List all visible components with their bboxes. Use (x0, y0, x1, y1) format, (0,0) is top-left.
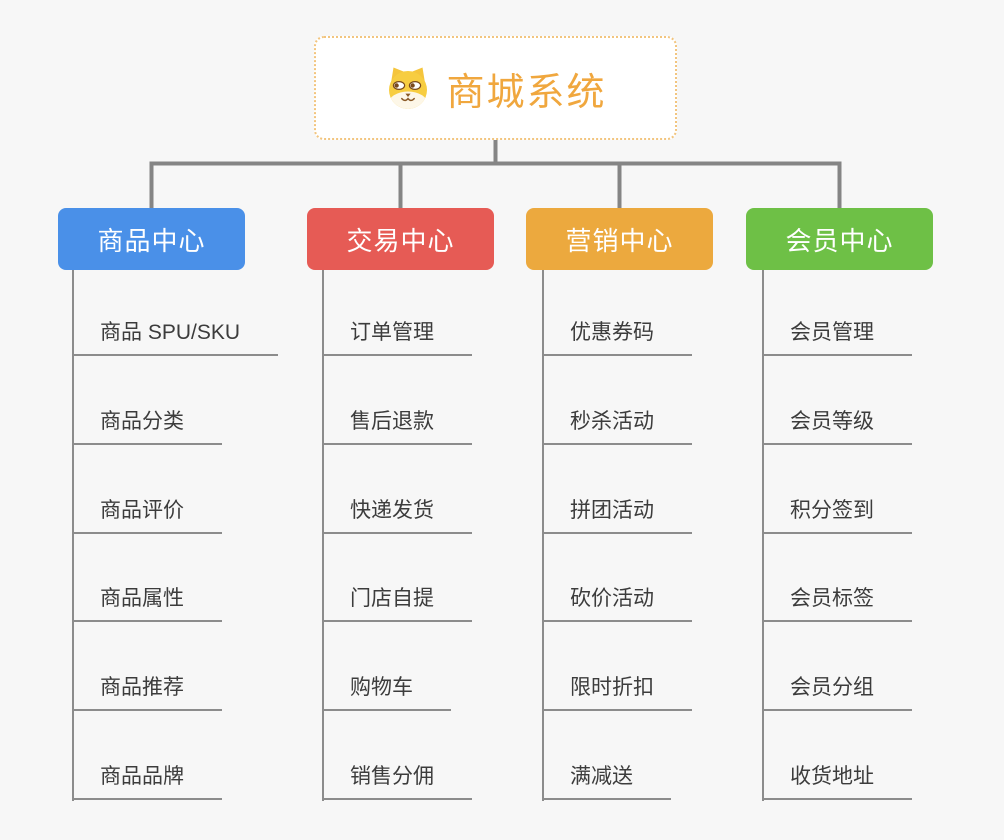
leaf-node-product-review[interactable]: 商品评价 (72, 497, 222, 534)
leaf-node-coupon-code[interactable]: 优惠券码 (542, 319, 692, 356)
dog-face-icon (384, 64, 432, 112)
leaf-node-product-category[interactable]: 商品分类 (72, 408, 222, 445)
leaf-node-member-level[interactable]: 会员等级 (762, 408, 912, 445)
leaf-label: 积分签到 (790, 499, 874, 522)
leaf-node-points-checkin[interactable]: 积分签到 (762, 497, 912, 534)
branch-node-member-center[interactable]: 会员中心 (746, 208, 933, 270)
leaf-node-store-pickup[interactable]: 门店自提 (322, 585, 472, 622)
leaf-node-member-management[interactable]: 会员管理 (762, 319, 912, 356)
leaf-label: 会员分组 (790, 676, 874, 699)
leaf-node-shopping-cart[interactable]: 购物车 (322, 674, 451, 711)
leaf-node-member-tag[interactable]: 会员标签 (762, 585, 912, 622)
leaf-label: 会员标签 (790, 587, 874, 610)
branch-node-marketing-center[interactable]: 营销中心 (526, 208, 713, 270)
leaf-label: 拼团活动 (570, 499, 654, 522)
leaf-node-product-spu-sku[interactable]: 商品 SPU/SKU (72, 319, 279, 356)
leaf-label: 砍价活动 (570, 587, 654, 610)
leaf-node-product-recommend[interactable]: 商品推荐 (72, 674, 222, 711)
leaf-node-bargain-activity[interactable]: 砍价活动 (542, 585, 692, 622)
leaf-label: 售后退款 (350, 410, 434, 433)
leaf-label: 门店自提 (350, 587, 434, 610)
leaf-label: 优惠券码 (570, 321, 654, 344)
leaf-label: 订单管理 (350, 321, 434, 344)
leaf-node-group-buy[interactable]: 拼团活动 (542, 497, 692, 534)
branch-children-member-center: 会员管理 会员等级 积分签到 会员标签 会员分组 收货地址 (762, 270, 992, 801)
leaf-label: 商品品牌 (100, 765, 184, 788)
leaf-node-sales-commission[interactable]: 销售分佣 (322, 763, 472, 800)
leaf-label: 会员管理 (790, 321, 874, 344)
leaf-node-flash-sale[interactable]: 秒杀活动 (542, 408, 692, 445)
leaf-label: 商品属性 (100, 587, 184, 610)
root-node[interactable]: 商城系统 (314, 36, 677, 140)
leaf-node-limited-time-discount[interactable]: 限时折扣 (542, 674, 692, 711)
leaf-label: 商品推荐 (100, 676, 184, 699)
leaf-label: 商品 SPU/SKU (100, 321, 241, 344)
leaf-node-product-brand[interactable]: 商品品牌 (72, 763, 222, 800)
root-title: 商城系统 (446, 71, 607, 114)
leaf-label: 满减送 (570, 765, 633, 788)
leaf-label: 销售分佣 (350, 765, 434, 788)
leaf-label: 会员等级 (790, 410, 874, 433)
leaf-node-after-sale-refund[interactable]: 售后退款 (322, 408, 472, 445)
leaf-node-shipping-address[interactable]: 收货地址 (762, 763, 912, 800)
leaf-label: 快递发货 (350, 499, 434, 522)
connector-path (149, 140, 842, 208)
branch-node-trade-center[interactable]: 交易中心 (307, 208, 494, 270)
leaf-node-order-management[interactable]: 订单管理 (322, 319, 472, 356)
branch-children-product-center: 商品 SPU/SKU 商品分类 商品评价 商品属性 商品推荐 商品品牌 (72, 270, 302, 801)
leaf-label: 商品分类 (100, 410, 184, 433)
leaf-label: 限时折扣 (570, 676, 654, 699)
leaf-node-product-attribute[interactable]: 商品属性 (72, 585, 222, 622)
branch-children-marketing-center: 优惠券码 秒杀活动 拼团活动 砍价活动 限时折扣 满减送 (542, 270, 772, 801)
leaf-label: 收货地址 (790, 765, 874, 788)
leaf-node-member-group[interactable]: 会员分组 (762, 674, 912, 711)
branch-node-product-center[interactable]: 商品中心 (58, 208, 245, 270)
leaf-label: 商品评价 (100, 499, 184, 522)
leaf-label: 购物车 (350, 676, 413, 699)
leaf-label: 秒杀活动 (570, 410, 654, 433)
leaf-node-express-shipping[interactable]: 快递发货 (322, 497, 472, 534)
leaf-node-spend-threshold-promo[interactable]: 满减送 (542, 763, 671, 800)
branch-children-trade-center: 订单管理 售后退款 快递发货 门店自提 购物车 销售分佣 (322, 270, 552, 801)
